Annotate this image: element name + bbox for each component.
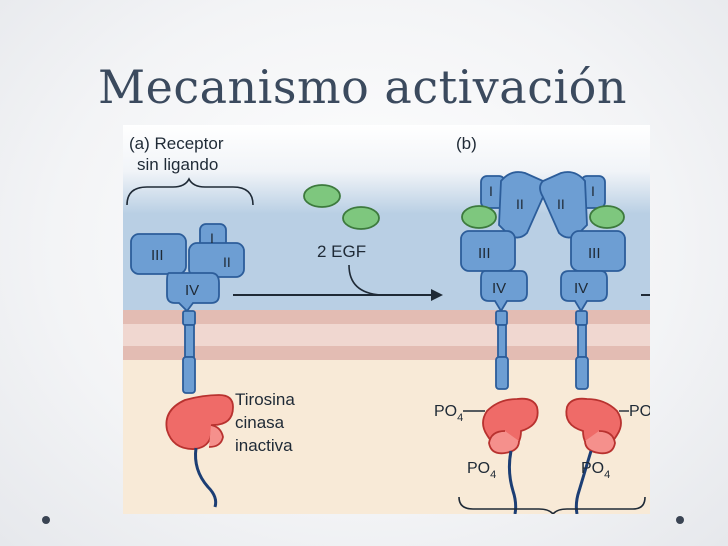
egf-bound-left xyxy=(461,205,497,229)
tm-stub xyxy=(182,310,196,326)
domain-br-IV-label: IV xyxy=(574,280,588,297)
domain-IV xyxy=(560,270,608,313)
slide-dot-right xyxy=(676,516,684,524)
phosphate-right-lower: PO4 xyxy=(581,460,610,481)
receptor-unbound xyxy=(130,223,245,394)
receptor-dimer-right xyxy=(539,171,626,390)
domain-III xyxy=(130,233,187,275)
diagram-svg: (a) Receptor sin ligando III I II IV Tir… xyxy=(123,125,650,514)
domain-bl-II-label: II xyxy=(516,196,524,212)
receptor-dimer-left xyxy=(460,171,547,390)
domain-br-III-label: III xyxy=(588,245,601,262)
svg-text:PO4: PO4 xyxy=(629,403,650,424)
kinase-left-active xyxy=(482,397,539,514)
transmembrane-helix xyxy=(184,324,195,358)
panel-a-bracket xyxy=(126,177,254,206)
panel-a-label-2: sin ligando xyxy=(137,155,218,174)
domain-bl-IV-label: IV xyxy=(492,280,506,297)
panel-b-label: (b) xyxy=(456,134,477,153)
svg-text:PO4: PO4 xyxy=(467,460,496,481)
membrane-outer xyxy=(123,310,650,324)
domain-IV xyxy=(480,270,528,313)
slide-dot-left xyxy=(42,516,50,524)
egf-ligand-1 xyxy=(303,184,341,208)
domain-II xyxy=(188,242,245,278)
svg-text:PO4: PO4 xyxy=(434,403,463,424)
kinase-right-active xyxy=(565,397,622,514)
kinase-label-3: inactiva xyxy=(235,436,293,455)
domain-bl-III-label: III xyxy=(478,245,491,262)
activation-arrowhead xyxy=(431,289,443,301)
phosphate-right-upper: PO4 xyxy=(619,403,650,424)
phosphate-left-upper: PO4 xyxy=(434,403,485,424)
kinase-label-2: cinasa xyxy=(235,413,285,432)
domain-a-III-label: III xyxy=(151,247,164,264)
domain-br-I-label: I xyxy=(591,183,595,199)
egf-bound-right xyxy=(589,205,625,229)
domain-a-IV-label: IV xyxy=(185,282,199,299)
svg-text:PO4: PO4 xyxy=(581,460,610,481)
egf-ligand-2 xyxy=(342,206,380,230)
membrane-core xyxy=(123,324,650,346)
ligand-label: 2 EGF xyxy=(317,242,366,261)
panel-b-bracket xyxy=(458,496,646,514)
domain-IV xyxy=(166,272,220,313)
kinase-label-1: Tirosina xyxy=(235,390,295,409)
panel-a-label-1: (a) Receptor xyxy=(129,134,224,153)
egfr-activation-diagram: (a) Receptor sin ligando III I II IV Tir… xyxy=(123,125,650,514)
domain-a-II-label: II xyxy=(223,254,231,270)
domain-br-II-label: II xyxy=(557,196,565,212)
phosphate-left-lower: PO4 xyxy=(467,460,496,481)
domain-bl-I-label: I xyxy=(489,183,493,199)
kinase-inactive xyxy=(165,394,234,508)
membrane-inner xyxy=(123,346,650,360)
slide-title: Mecanismo activación xyxy=(98,60,627,114)
juxtamembrane xyxy=(182,356,196,394)
domain-a-I-label: I xyxy=(210,230,214,246)
